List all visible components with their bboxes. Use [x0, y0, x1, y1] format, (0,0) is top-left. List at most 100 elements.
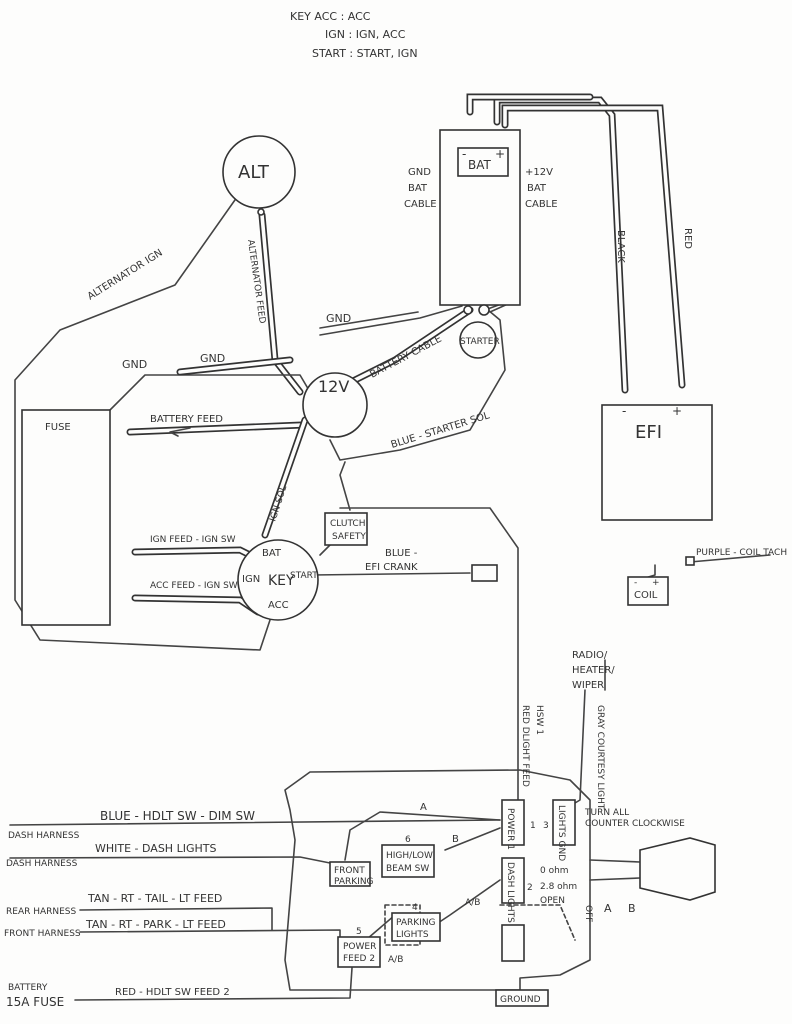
clutch-safety: [324, 512, 368, 546]
blue-starter-sol-wire: [329, 309, 506, 461]
radio-label-2: HEATER/: [572, 665, 615, 676]
off-label: OFF: [583, 905, 593, 922]
harness-1-connector: DASH HARNESS: [6, 859, 78, 869]
key-legend-start: START : START, IGN: [312, 47, 418, 60]
alternator-ign-wire: [14, 189, 271, 651]
dash-lights-terminal: [501, 857, 525, 904]
harness-1-wire: WHITE - DASH LIGHTS: [95, 842, 216, 855]
purple-coil-tach-label: PURPLE - COIL TACH: [696, 548, 787, 558]
efi-crank-connector: [471, 564, 498, 582]
switch-label-ab-1: A/B: [465, 898, 480, 908]
coil: [627, 576, 669, 606]
key-label: KEY: [268, 573, 295, 589]
dash-connector: [639, 837, 716, 901]
counter-clockwise-label: COUNTER CLOCKWISE: [585, 819, 685, 829]
power-feed-label-2: FEED 2: [343, 954, 375, 964]
fuse-label: FUSE: [45, 422, 71, 433]
lights-gnd-label: LIGHTS GND: [556, 805, 566, 861]
gnd-bat-cable-label-1: GND: [408, 167, 431, 178]
key-switch: [237, 539, 319, 621]
switch-slot: [501, 924, 525, 962]
power-1-terminal: [501, 799, 525, 846]
ign-sol-label: IGN SOL: [268, 485, 289, 523]
efi-minus: -: [622, 404, 626, 418]
pos-a-label: A: [604, 902, 612, 915]
key-legend-acc: KEY ACC : ACC: [290, 10, 371, 23]
battery-minus: -: [462, 147, 466, 161]
acc-feed-label: ACC FEED - IGN SW: [150, 581, 238, 591]
high-low-beam-switch: [381, 844, 435, 878]
12v-label: 12V: [318, 377, 349, 396]
battery-plus: +: [495, 147, 505, 161]
front-harness-tan-wire: [79, 929, 341, 946]
headlight-switch-body: [284, 769, 591, 991]
ohm-0-label: 0 ohm: [540, 866, 569, 876]
rear-harness-tan-wire: [79, 907, 273, 931]
switch-wire-b: [444, 827, 501, 851]
key-ign-label: IGN: [242, 574, 260, 585]
harness-0-connector: DASH HARNESS: [8, 831, 80, 841]
parking-num: 4: [412, 903, 418, 913]
harness-4-connector-1: BATTERY: [8, 983, 48, 993]
high-low-num: 6: [405, 835, 411, 845]
efi-crank-wire: [311, 572, 471, 576]
harness-3-connector: FRONT HARNESS: [4, 929, 81, 939]
dash-num: 2: [527, 883, 533, 893]
key-legend-ign: IGN : IGN, ACC: [325, 28, 406, 41]
pos-bat-cable-label-3: CABLE: [525, 199, 558, 210]
efi-module: [601, 404, 713, 521]
battery-label: BAT: [468, 158, 492, 172]
gnd-left-label-1: GND: [122, 358, 147, 371]
front-parking-terminal: [329, 861, 371, 887]
front-parking-label-1: FRONT: [334, 866, 365, 876]
power-feed-2-terminal: [337, 936, 381, 968]
ign-feed-label: IGN FEED - IGN SW: [150, 535, 236, 545]
pos-bat-cable-label-1: +12V: [525, 167, 553, 178]
blue-starter-sol-label: BLUE - STARTER SOL: [390, 410, 492, 451]
switch-label-ab-2: A/B: [388, 955, 403, 965]
red-label: RED: [682, 228, 693, 249]
parking-lights-terminal: [391, 912, 441, 942]
alternator: [222, 135, 296, 209]
switch-label-b: B: [452, 834, 459, 845]
radio-label-1: RADIO/: [572, 650, 608, 661]
power-1-label: POWER 1: [505, 808, 515, 850]
harness-2-connector: REAR HARNESS: [6, 907, 77, 917]
red-dlight-feed-label: RED DLIGHT FEED: [520, 705, 530, 787]
switch-exit-wire: [589, 859, 641, 863]
ground-terminal: [495, 989, 549, 1007]
hsw-1-label: HSW 1: [534, 705, 544, 735]
pos-b-label: B: [628, 902, 636, 915]
parking-lights-label-1: PARKING: [396, 918, 436, 928]
red-efi-cable: [501, 104, 686, 389]
parking-lights-label-2: LIGHTS: [396, 930, 429, 940]
purple-coil-tach-wire: [689, 554, 771, 563]
gnd-top-label: GND: [326, 312, 351, 325]
dash-lights-label: DASH LIGHTS: [505, 862, 515, 923]
gnd-top-wire: [319, 305, 463, 336]
coil-minus: -: [634, 578, 637, 588]
switch-wire-a: [344, 811, 501, 861]
starter-label: STARTER: [460, 337, 500, 347]
ohm-2-8-label: 2.8 ohm: [540, 882, 577, 892]
black-label: BLACK: [615, 230, 626, 263]
gnd-left-label-2: GND: [200, 352, 225, 365]
red-dlight-feed-wire: [339, 507, 519, 816]
power-feed-label-1: POWER: [343, 942, 376, 952]
key-bat-label: BAT: [262, 548, 282, 559]
high-low-label-1: HIGH/LOW: [386, 851, 433, 861]
blue-efi-crank-label-2: EFI CRANK: [365, 562, 418, 573]
alternator-label: ALT: [238, 162, 270, 183]
lights-gnd-terminal: [552, 799, 576, 846]
coil-label: COIL: [634, 590, 658, 601]
blue-efi-crank-label-1: BLUE -: [385, 548, 418, 559]
harness-3-wire: TAN - RT - PARK - LT FEED: [85, 918, 226, 931]
battery-red-wire: [74, 967, 353, 1001]
gray-courtesy-light-label: GRAY COURTESY LIGHT: [595, 705, 605, 810]
power-feed-num: 5: [356, 927, 362, 937]
battery-feed-label: BATTERY FEED: [150, 414, 223, 425]
harness-4-wire: RED - HDLT SW FEED 2: [115, 987, 230, 998]
radio-label-3: WIPER: [572, 680, 604, 691]
coil-plus: +: [652, 578, 660, 588]
